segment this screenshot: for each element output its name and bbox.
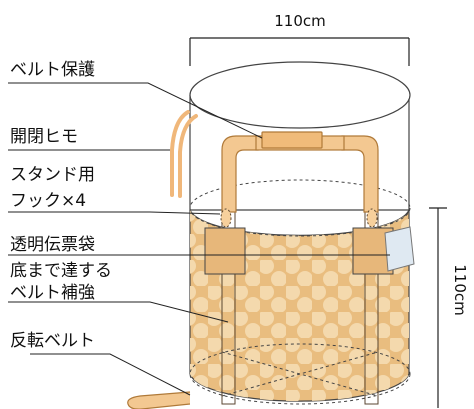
label-bottom-belt-1: 底まで達する xyxy=(10,261,112,281)
width-label: 110cm xyxy=(274,12,326,30)
stand-hook-left xyxy=(220,208,232,228)
clear-pocket xyxy=(384,226,415,272)
label-stand-hook-2: フック×4 xyxy=(10,191,86,211)
width-dimension: 110cm xyxy=(189,12,410,66)
bottom-rim-dashed xyxy=(189,343,411,405)
bag-top-rim xyxy=(189,61,411,129)
label-stand-hook-1: スタンド用 xyxy=(10,165,95,185)
height-dimension: 110cm xyxy=(429,207,469,408)
label-bottom-belt-2: ベルト補強 xyxy=(10,283,95,303)
side-flaps xyxy=(204,227,394,275)
belt-protection-sleeve xyxy=(261,131,323,149)
bag-top-transparent xyxy=(189,61,411,211)
label-reverse-belt: 反転ベルト xyxy=(10,331,95,351)
stand-hook-right xyxy=(366,208,378,228)
height-label: 110cm xyxy=(451,264,469,316)
callout-labels: ベルト保護 開閉ヒモ スタンド用 フック×4 透明伝票袋 底まで達する ベルト補… xyxy=(10,60,112,351)
label-opening-string: 開閉ヒモ xyxy=(10,127,78,147)
lifting-belts xyxy=(220,131,379,228)
label-clear-pocket: 透明伝票袋 xyxy=(10,235,95,255)
label-belt-protection: ベルト保護 xyxy=(10,60,95,80)
inner-rim-dashed xyxy=(189,179,411,237)
leader-lines xyxy=(8,82,390,396)
reverse-belt-loop xyxy=(127,391,191,409)
opening-string-icon xyxy=(170,110,198,198)
